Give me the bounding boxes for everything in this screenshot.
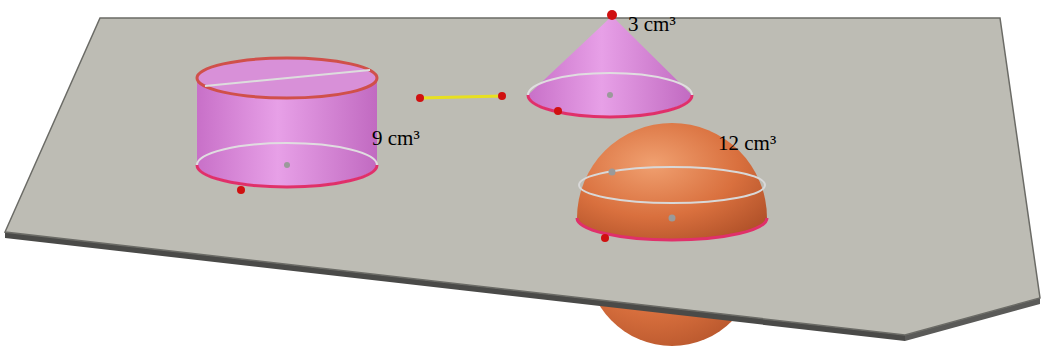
volume-label: 12 cm³ (718, 133, 776, 154)
volume-label: 3 cm³ (628, 14, 676, 35)
cone (528, 10, 692, 117)
volume-label: 9 cm³ (372, 128, 420, 149)
plane (5, 18, 1040, 335)
segment (416, 92, 506, 102)
cylinder (197, 58, 377, 194)
